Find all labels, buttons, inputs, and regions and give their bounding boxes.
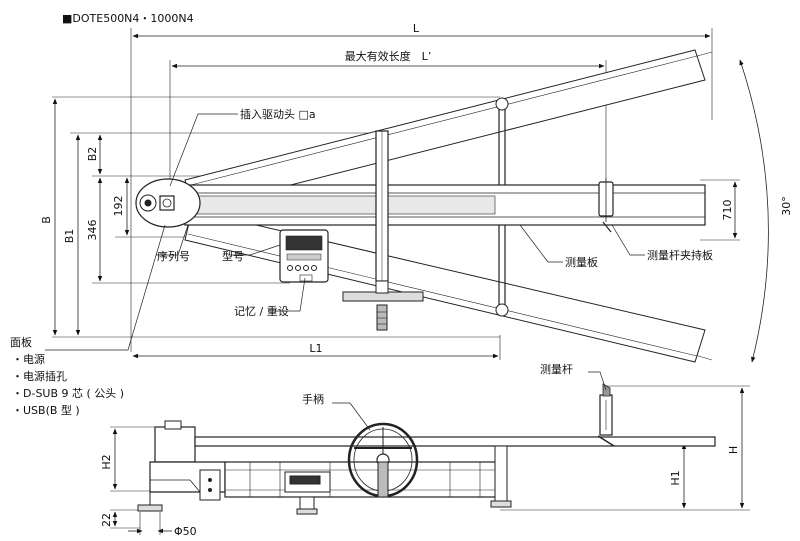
dim-H1: H1 bbox=[669, 470, 682, 485]
dim-B: B bbox=[40, 216, 53, 224]
dim-B1: B1 bbox=[63, 229, 76, 244]
dim-192: 192 bbox=[112, 196, 125, 217]
panel-list: 面板 ・电源 ・电源插孔 ・D-SUB 9 芯 ( 公头 ) ・USB(B 型 … bbox=[10, 335, 124, 417]
dim-phi50: Φ50 bbox=[174, 525, 197, 538]
label-rod: 测量杆 bbox=[540, 362, 573, 376]
dim-22: 22 bbox=[100, 513, 113, 527]
dim-L-prime: 最大有效长度 L’ bbox=[345, 49, 432, 63]
dim-H: H bbox=[727, 446, 740, 454]
label-serial: 序列号 bbox=[157, 249, 190, 263]
dim-346: 346 bbox=[86, 220, 99, 241]
side-view bbox=[110, 371, 750, 535]
dim-B2: B2 bbox=[86, 147, 99, 162]
dim-H2: H2 bbox=[100, 454, 113, 469]
panel-item-dsub: ・D-SUB 9 芯 ( 公头 ) bbox=[12, 386, 124, 400]
label-handle: 手柄 bbox=[302, 392, 324, 406]
label-rod-holder: 测量杆夹持板 bbox=[647, 248, 713, 262]
label-model: 型号 bbox=[222, 249, 244, 263]
label-memory: 记忆 / 重设 bbox=[234, 304, 289, 318]
top-view-labels: L 最大有效长度 L’ L1 B B1 B2 346 192 710 30° 插… bbox=[40, 22, 793, 355]
dim-710: 710 bbox=[721, 200, 734, 221]
panel-item-usb: ・USB(B 型 ) bbox=[12, 403, 80, 417]
panel-item-power: ・电源 bbox=[12, 352, 45, 366]
label-plate: 测量板 bbox=[565, 255, 598, 269]
label-drive-head: 插入驱动头 □a bbox=[240, 107, 316, 121]
drawing-title: ■DOTE500N4・1000N4 bbox=[62, 12, 194, 25]
side-view-labels: 手柄 测量杆 H H1 H2 22 Φ50 bbox=[100, 362, 740, 538]
panel-item-power-jack: ・电源插孔 bbox=[12, 369, 67, 383]
dim-angle: 30° bbox=[780, 196, 793, 216]
panel-title: 面板 bbox=[10, 335, 32, 349]
top-view bbox=[45, 28, 769, 363]
dim-L1: L1 bbox=[309, 342, 322, 355]
dim-L: L bbox=[413, 22, 420, 35]
